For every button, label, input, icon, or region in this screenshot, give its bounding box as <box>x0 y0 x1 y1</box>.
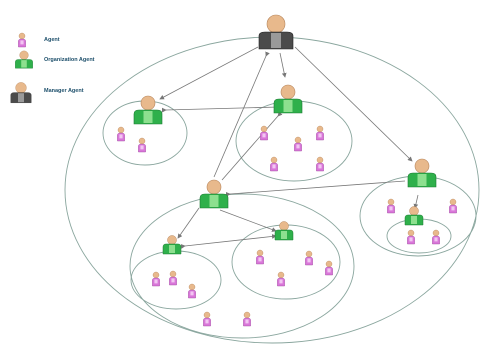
org-group-lower <box>129 193 355 339</box>
agent <box>168 270 178 286</box>
agent <box>259 125 269 141</box>
arrow-lower-org-to-sub-left <box>177 207 200 239</box>
relations <box>159 46 419 249</box>
organization-agent-left <box>133 95 163 125</box>
organization-agent-lower <box>199 179 229 209</box>
agents-sub-left-group <box>151 270 197 299</box>
arrow-lower-org-to-manager <box>213 51 270 178</box>
legend-item-agent: Agent <box>17 32 60 48</box>
agents-sub-right-group <box>255 249 334 287</box>
agent <box>448 198 458 214</box>
agent <box>324 260 334 276</box>
arrow-left-org-to-center-org <box>161 104 280 113</box>
legend: Agent Organization Agent Manager Agent <box>10 32 95 104</box>
arrow-lower-org-to-center-org <box>221 111 283 181</box>
arrow-manager-to-right-org <box>294 46 413 162</box>
agent <box>116 126 126 142</box>
arrow-right-org-to-lower-org <box>225 180 406 197</box>
legend-label-organization-agent: Organization Agent <box>44 57 95 63</box>
agent <box>315 156 325 172</box>
agent <box>431 229 441 245</box>
organization-agent-sub-right-group <box>404 206 424 226</box>
agents-center-group <box>259 125 325 172</box>
arrow-right-org-to-sub-right <box>413 194 419 209</box>
arrow-manager-to-center-org <box>279 52 287 78</box>
agent <box>255 249 265 265</box>
agent <box>406 229 416 245</box>
manager-agent-icon <box>10 82 32 104</box>
agent-icon <box>17 32 27 48</box>
agents-left-group <box>116 126 147 153</box>
arrow-lower-org-to-sub-right <box>219 209 277 232</box>
agent <box>151 271 161 287</box>
organization-agent-icon <box>15 50 33 69</box>
agent <box>315 125 325 141</box>
organization-agent-sub-left <box>162 235 182 255</box>
outer-boundary <box>64 36 480 344</box>
organization-agent-sub-right <box>274 221 294 241</box>
agent <box>187 283 197 299</box>
organization-agent-center <box>273 84 303 114</box>
agent <box>269 156 279 172</box>
legend-label-agent: Agent <box>44 37 60 43</box>
agent <box>202 311 212 327</box>
arrow-sub-left-to-sub-right <box>180 234 277 249</box>
agent <box>304 250 314 266</box>
agent <box>293 136 303 152</box>
agent <box>137 137 147 153</box>
boundaries <box>64 36 480 344</box>
agent <box>276 271 286 287</box>
manager-agent <box>258 14 294 50</box>
agent <box>386 198 396 214</box>
legend-item-organization-agent: Organization Agent <box>15 50 95 69</box>
legend-label-manager-agent: Manager Agent <box>44 88 84 94</box>
agents-lower-group <box>202 311 252 327</box>
legend-item-manager-agent: Manager Agent <box>10 82 84 104</box>
arrow-manager-to-left-org <box>159 46 259 100</box>
agent <box>242 311 252 327</box>
organization-agent-right <box>407 158 437 188</box>
